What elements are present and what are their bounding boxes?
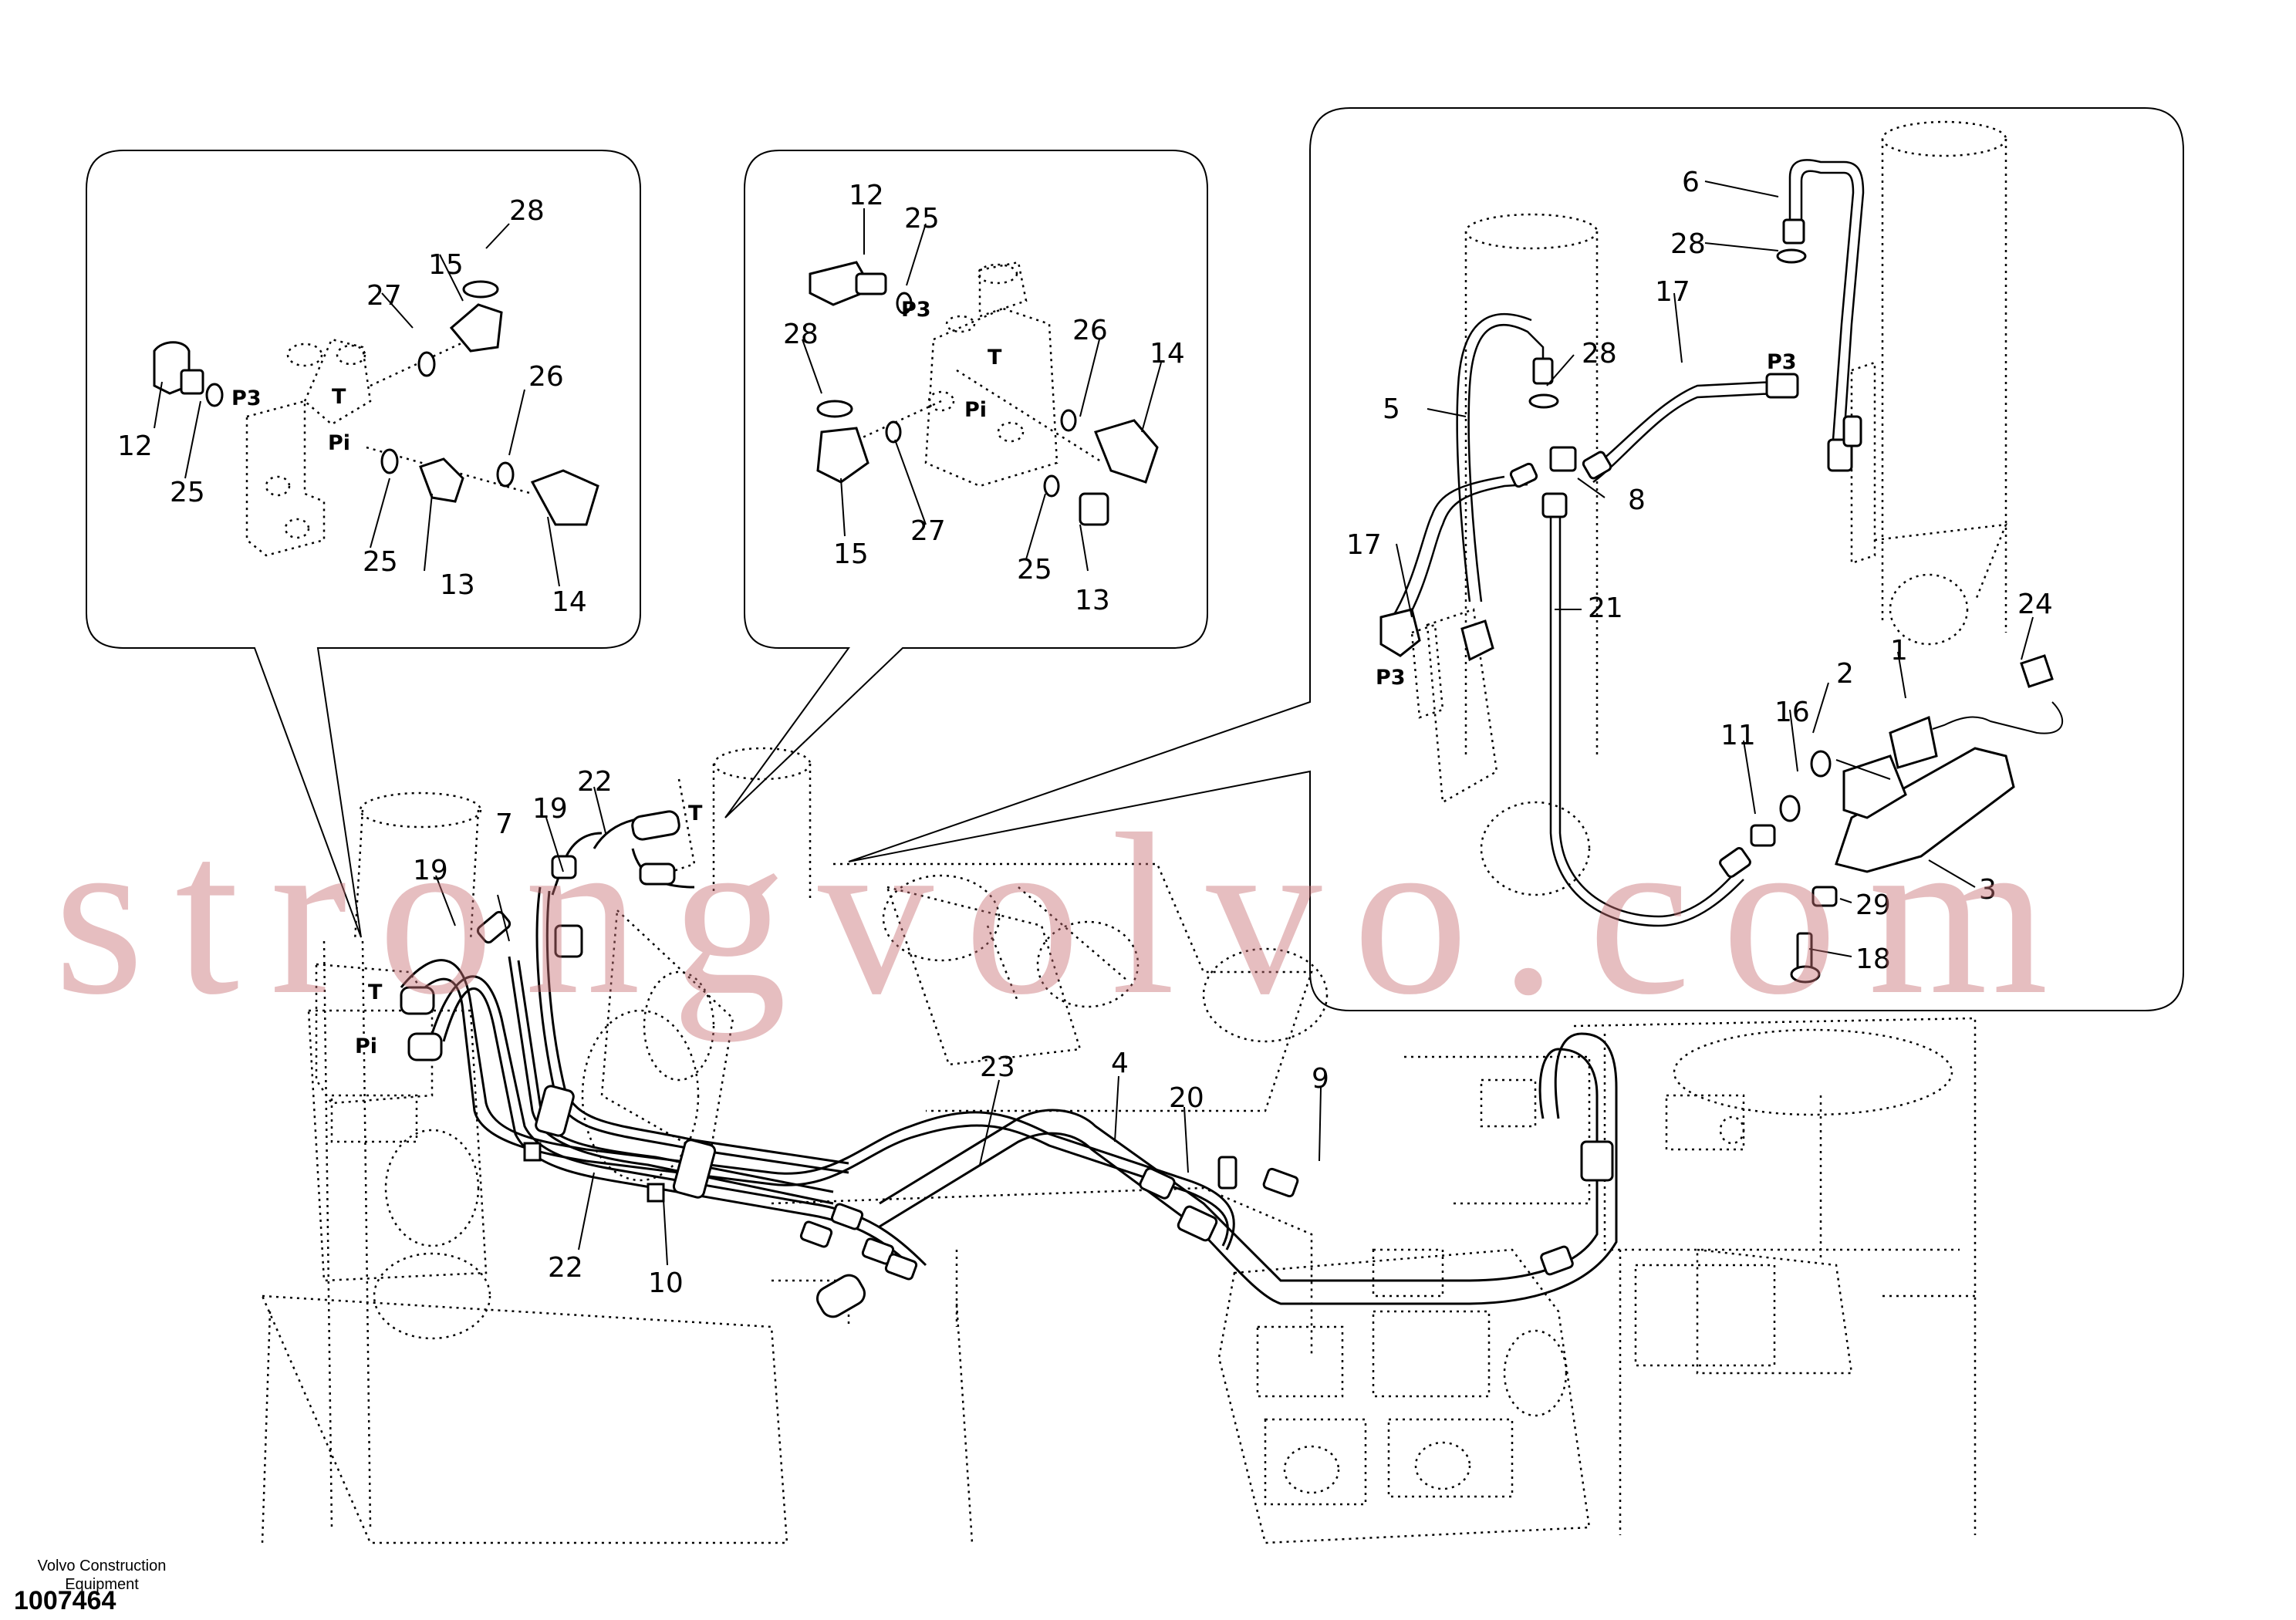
port-p3-right-a: P3 <box>1767 350 1797 374</box>
port-pi-main: Pi <box>355 1034 377 1058</box>
callout-9-main: 9 <box>1312 1063 1329 1095</box>
callout-19-main-b: 19 <box>413 855 448 886</box>
callout-28-left: 28 <box>509 195 545 227</box>
callout-28-right-a: 28 <box>1670 228 1706 260</box>
callout-17-right-a: 17 <box>1655 276 1690 308</box>
callout-labels: 28 15 27 26 12 25 25 13 14 12 25 28 26 1… <box>117 167 2053 1299</box>
brand-footer: Volvo Construction Equipment <box>12 1557 191 1594</box>
port-pi-center: Pi <box>964 398 987 422</box>
callout-22-main-a: 22 <box>577 766 613 798</box>
callout-14-center: 14 <box>1150 338 1185 370</box>
callout-11-right: 11 <box>1720 720 1756 751</box>
port-t-center: T <box>988 346 1002 370</box>
callout-29-right: 29 <box>1855 889 1891 921</box>
callout-15-center: 15 <box>833 538 869 570</box>
leader-lines <box>154 181 2034 1266</box>
callout-18-right: 18 <box>1855 943 1891 975</box>
port-pi-left: Pi <box>328 431 350 455</box>
callout-21-right: 21 <box>1588 592 1623 624</box>
callout-3-right: 3 <box>1979 874 1997 906</box>
detail-bubble-left <box>86 150 641 938</box>
callout-25-left-a: 25 <box>170 477 205 508</box>
callout-1-right: 1 <box>1890 635 1908 667</box>
brand-line-1: Volvo Construction <box>37 1558 167 1574</box>
callout-23-main: 23 <box>980 1051 1015 1083</box>
callout-24-right: 24 <box>2017 589 2053 620</box>
callout-15-left: 15 <box>428 249 464 281</box>
callout-26-center: 26 <box>1072 315 1108 346</box>
callout-10-main: 10 <box>648 1267 684 1299</box>
callout-5-right: 5 <box>1383 393 1400 425</box>
watermark-text: strongvolvo.com <box>54 786 2079 1042</box>
callout-2-right: 2 <box>1836 658 1854 690</box>
callout-12-left: 12 <box>117 430 153 462</box>
detail-bubble-center <box>724 150 1208 818</box>
callout-26-left: 26 <box>528 361 564 393</box>
callout-13-center: 13 <box>1075 585 1110 616</box>
callout-25-center-b: 25 <box>1017 554 1052 586</box>
detail-bubble-right <box>848 107 2184 1011</box>
port-p3-center: P3 <box>901 298 931 322</box>
callout-28-right-b: 28 <box>1582 338 1617 370</box>
port-labels: P3 T Pi P3 T Pi P3 P3 T T Pi <box>231 298 1797 1058</box>
callout-6-right: 6 <box>1682 167 1700 198</box>
port-t-main-a: T <box>688 802 703 825</box>
port-t-left: T <box>332 385 346 409</box>
callout-20-main: 20 <box>1169 1082 1204 1114</box>
document-number: 1007464 <box>14 1586 116 1615</box>
port-p3-right-b: P3 <box>1376 666 1406 690</box>
callout-13-left: 13 <box>440 569 475 601</box>
callout-16-right: 16 <box>1774 697 1810 728</box>
port-t-main-b: T <box>368 980 383 1004</box>
callout-12-center: 12 <box>849 180 884 211</box>
callout-27-left: 27 <box>366 280 402 312</box>
machine-outline <box>261 747 1977 1544</box>
callout-19-main-a: 19 <box>532 793 568 825</box>
callout-4-main: 4 <box>1111 1048 1129 1079</box>
callout-7-main: 7 <box>495 808 513 840</box>
main-hoses <box>400 810 1618 1318</box>
callout-25-center-a: 25 <box>904 203 940 235</box>
callout-22-main-b: 22 <box>548 1252 583 1284</box>
callout-25-left-b: 25 <box>363 546 398 578</box>
callout-28-center: 28 <box>783 319 819 350</box>
callout-17-right-b: 17 <box>1346 529 1382 561</box>
port-p3-left: P3 <box>231 386 262 410</box>
callout-27-center: 27 <box>910 515 946 547</box>
callout-8-right: 8 <box>1628 484 1646 516</box>
brand-line-2: Equipment <box>65 1576 139 1593</box>
callout-14-left: 14 <box>552 586 587 618</box>
